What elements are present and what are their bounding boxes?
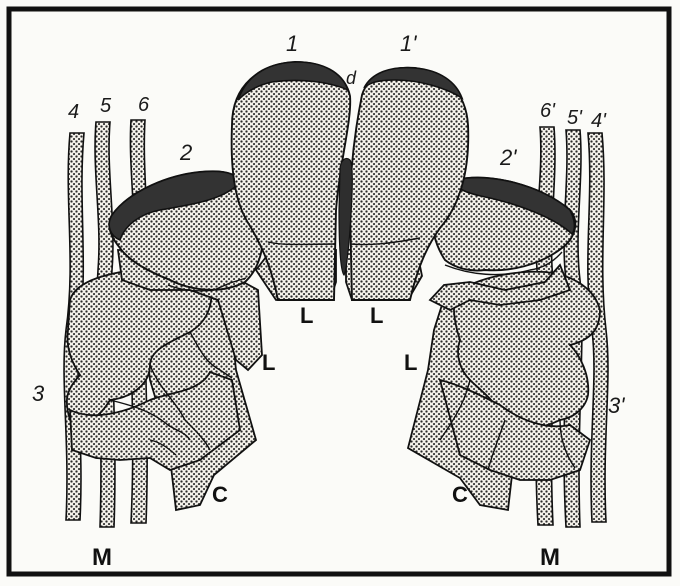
label-tooth-3p: 3'	[608, 393, 625, 418]
label-d: d	[346, 68, 357, 88]
label-tooth-2p: 2'	[499, 145, 517, 170]
label-C-right: C	[452, 482, 468, 507]
label-tooth-1p: 1'	[400, 31, 417, 56]
label-tooth-2: 2	[179, 140, 192, 165]
label-C-left: C	[212, 482, 228, 507]
label-L-upper-left: L	[300, 303, 313, 328]
label-L-upper-right: L	[370, 303, 383, 328]
label-ray-5-left: 5	[100, 95, 112, 117]
label-L-lower-right: L	[404, 350, 417, 375]
label-ray-6-left: 6	[138, 94, 150, 116]
label-L-lower-left: L	[262, 350, 275, 375]
label-ray-4-left: 4	[68, 101, 79, 123]
label-tooth-1: 1	[286, 31, 298, 56]
label-tooth-3: 3	[32, 381, 45, 406]
label-ray-6-right: 6'	[540, 100, 556, 122]
label-M-left: M	[92, 544, 112, 571]
label-M-right: M	[540, 544, 560, 571]
label-ray-4-right: 4'	[591, 110, 607, 132]
label-ray-5-right: 5'	[567, 107, 583, 129]
